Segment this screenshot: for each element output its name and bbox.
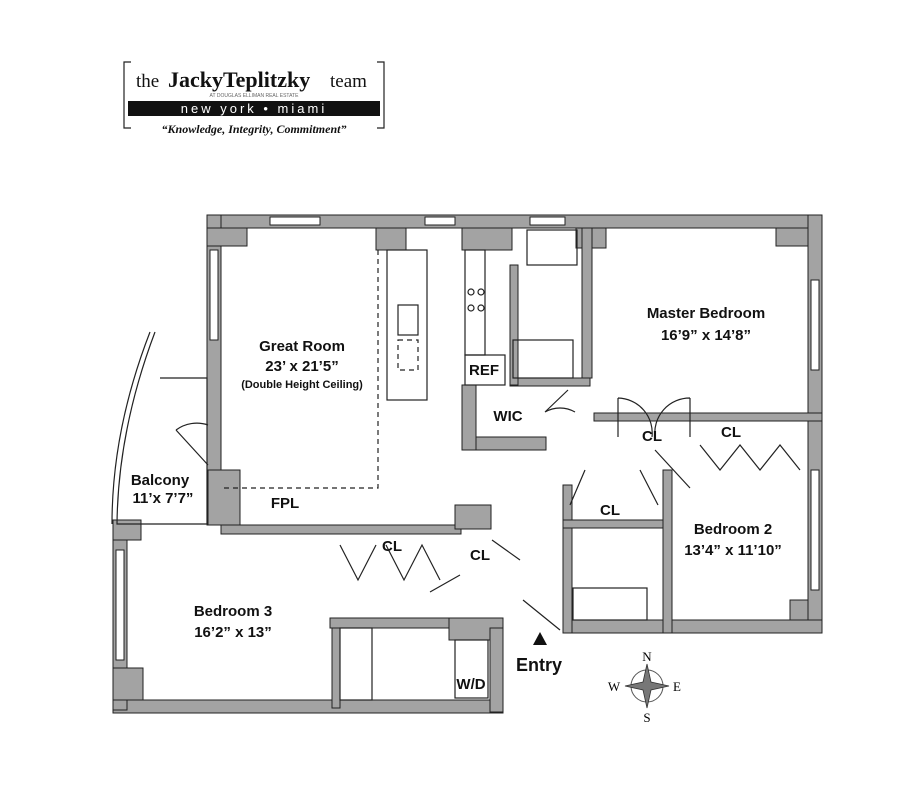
- compass-west: W: [608, 679, 621, 694]
- closet-label: CL: [600, 502, 620, 519]
- logo-affiliation: AT DOUGLAS ELLIMAN REAL ESTATE: [210, 93, 300, 99]
- bedroom-2-name: Bedroom 2: [694, 521, 772, 538]
- compass-east: E: [673, 679, 681, 694]
- logo-tagline: “Knowledge, Integrity, Commitment”: [162, 122, 347, 136]
- balcony-size: 11’x 7’7”: [133, 490, 194, 507]
- entry-arrow-icon: [533, 632, 547, 645]
- logo-suffix: team: [330, 71, 367, 92]
- entry-label: Entry: [516, 655, 562, 675]
- closet-label: CL: [642, 428, 662, 445]
- kitchen: [221, 249, 506, 489]
- great-room-note: (Double Height Ceiling): [241, 379, 363, 391]
- compass-south: S: [643, 710, 650, 725]
- bedroom-3-name: Bedroom 3: [194, 603, 272, 620]
- logo-name: JackyTeplitzky: [168, 67, 310, 92]
- closet-label: CL: [382, 538, 402, 555]
- logo-cities: new york • miami: [181, 101, 327, 116]
- logo: the JackyTeplitzky team AT DOUGLAS ELLIM…: [123, 61, 385, 136]
- fpl-label: FPL: [271, 495, 299, 512]
- balcony-outline: [116, 331, 208, 525]
- compass-north: N: [642, 649, 652, 664]
- closet-label: CL: [721, 424, 741, 441]
- balcony-name: Balcony: [131, 472, 190, 489]
- doors: [175, 389, 801, 631]
- bathrooms: [339, 229, 648, 701]
- great-room-size: 23’ x 21’5”: [265, 358, 338, 375]
- ref-label: REF: [469, 362, 499, 379]
- bedroom-2-size: 13’4” x 11’10”: [684, 542, 782, 559]
- wic-label: WIC: [493, 408, 522, 425]
- master-bedroom-name: Master Bedroom: [647, 305, 765, 322]
- bedroom-3-size: 16’2” x 13”: [194, 624, 272, 641]
- great-room-name: Great Room: [259, 338, 345, 355]
- logo-prefix: the: [136, 71, 159, 92]
- closet-label: CL: [470, 547, 490, 564]
- windows: [115, 216, 820, 661]
- washer-dryer-label: W/D: [456, 676, 485, 693]
- compass-icon: N S E W: [608, 649, 681, 725]
- master-bedroom-size: 16’9” x 14’8”: [661, 327, 751, 344]
